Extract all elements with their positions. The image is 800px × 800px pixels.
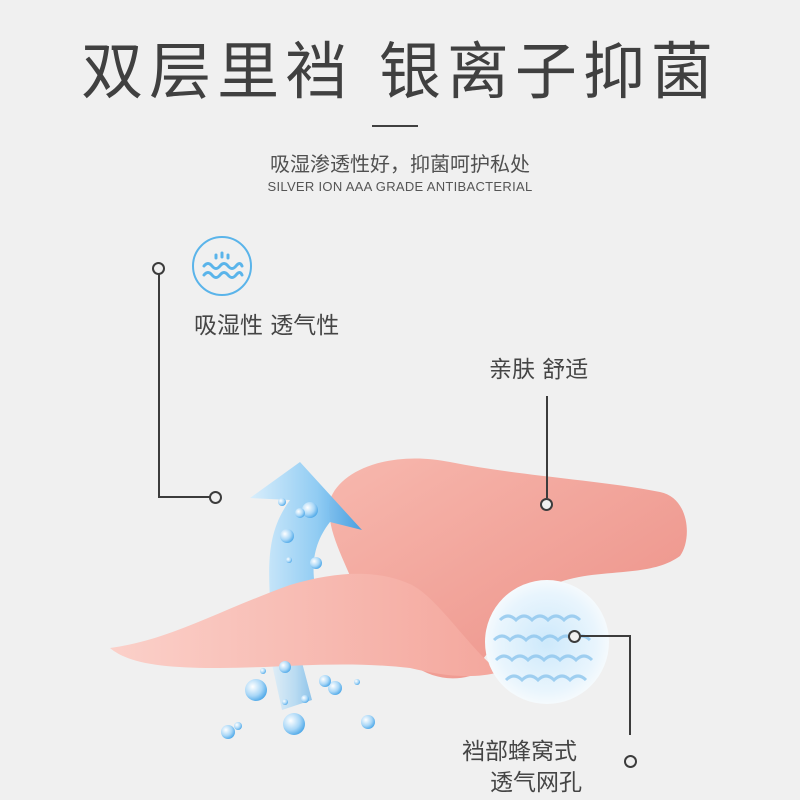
water-wave-icon [192, 236, 252, 296]
callout-line-vertical [629, 635, 631, 735]
callout-dot [209, 491, 222, 504]
subtitle: 吸湿渗透性好，抑菌呵护私处 [270, 152, 530, 176]
knit-detail-circle [485, 580, 609, 704]
callout-label-moisture: 吸湿性 透气性 [194, 313, 340, 339]
callout-label-mesh-line2: 透气网孔 [490, 770, 582, 796]
callout-dot [624, 755, 637, 768]
callout-dot [540, 498, 553, 511]
callout-line-vertical [158, 270, 160, 498]
callout-line-horizontal [158, 496, 212, 498]
callout-label-mesh-line1: 裆部蜂窝式 [462, 739, 577, 765]
page-title: 双层里裆 银离子抑菌 [81, 35, 719, 108]
callout-line-vertical [546, 396, 548, 498]
subtitle-english: SILVER ION AAA GRADE ANTIBACTERIAL [267, 179, 533, 194]
callout-line-horizontal [579, 635, 630, 637]
callout-dot [152, 262, 165, 275]
callout-label-skin: 亲肤 舒适 [489, 357, 589, 383]
title-divider [372, 125, 418, 127]
